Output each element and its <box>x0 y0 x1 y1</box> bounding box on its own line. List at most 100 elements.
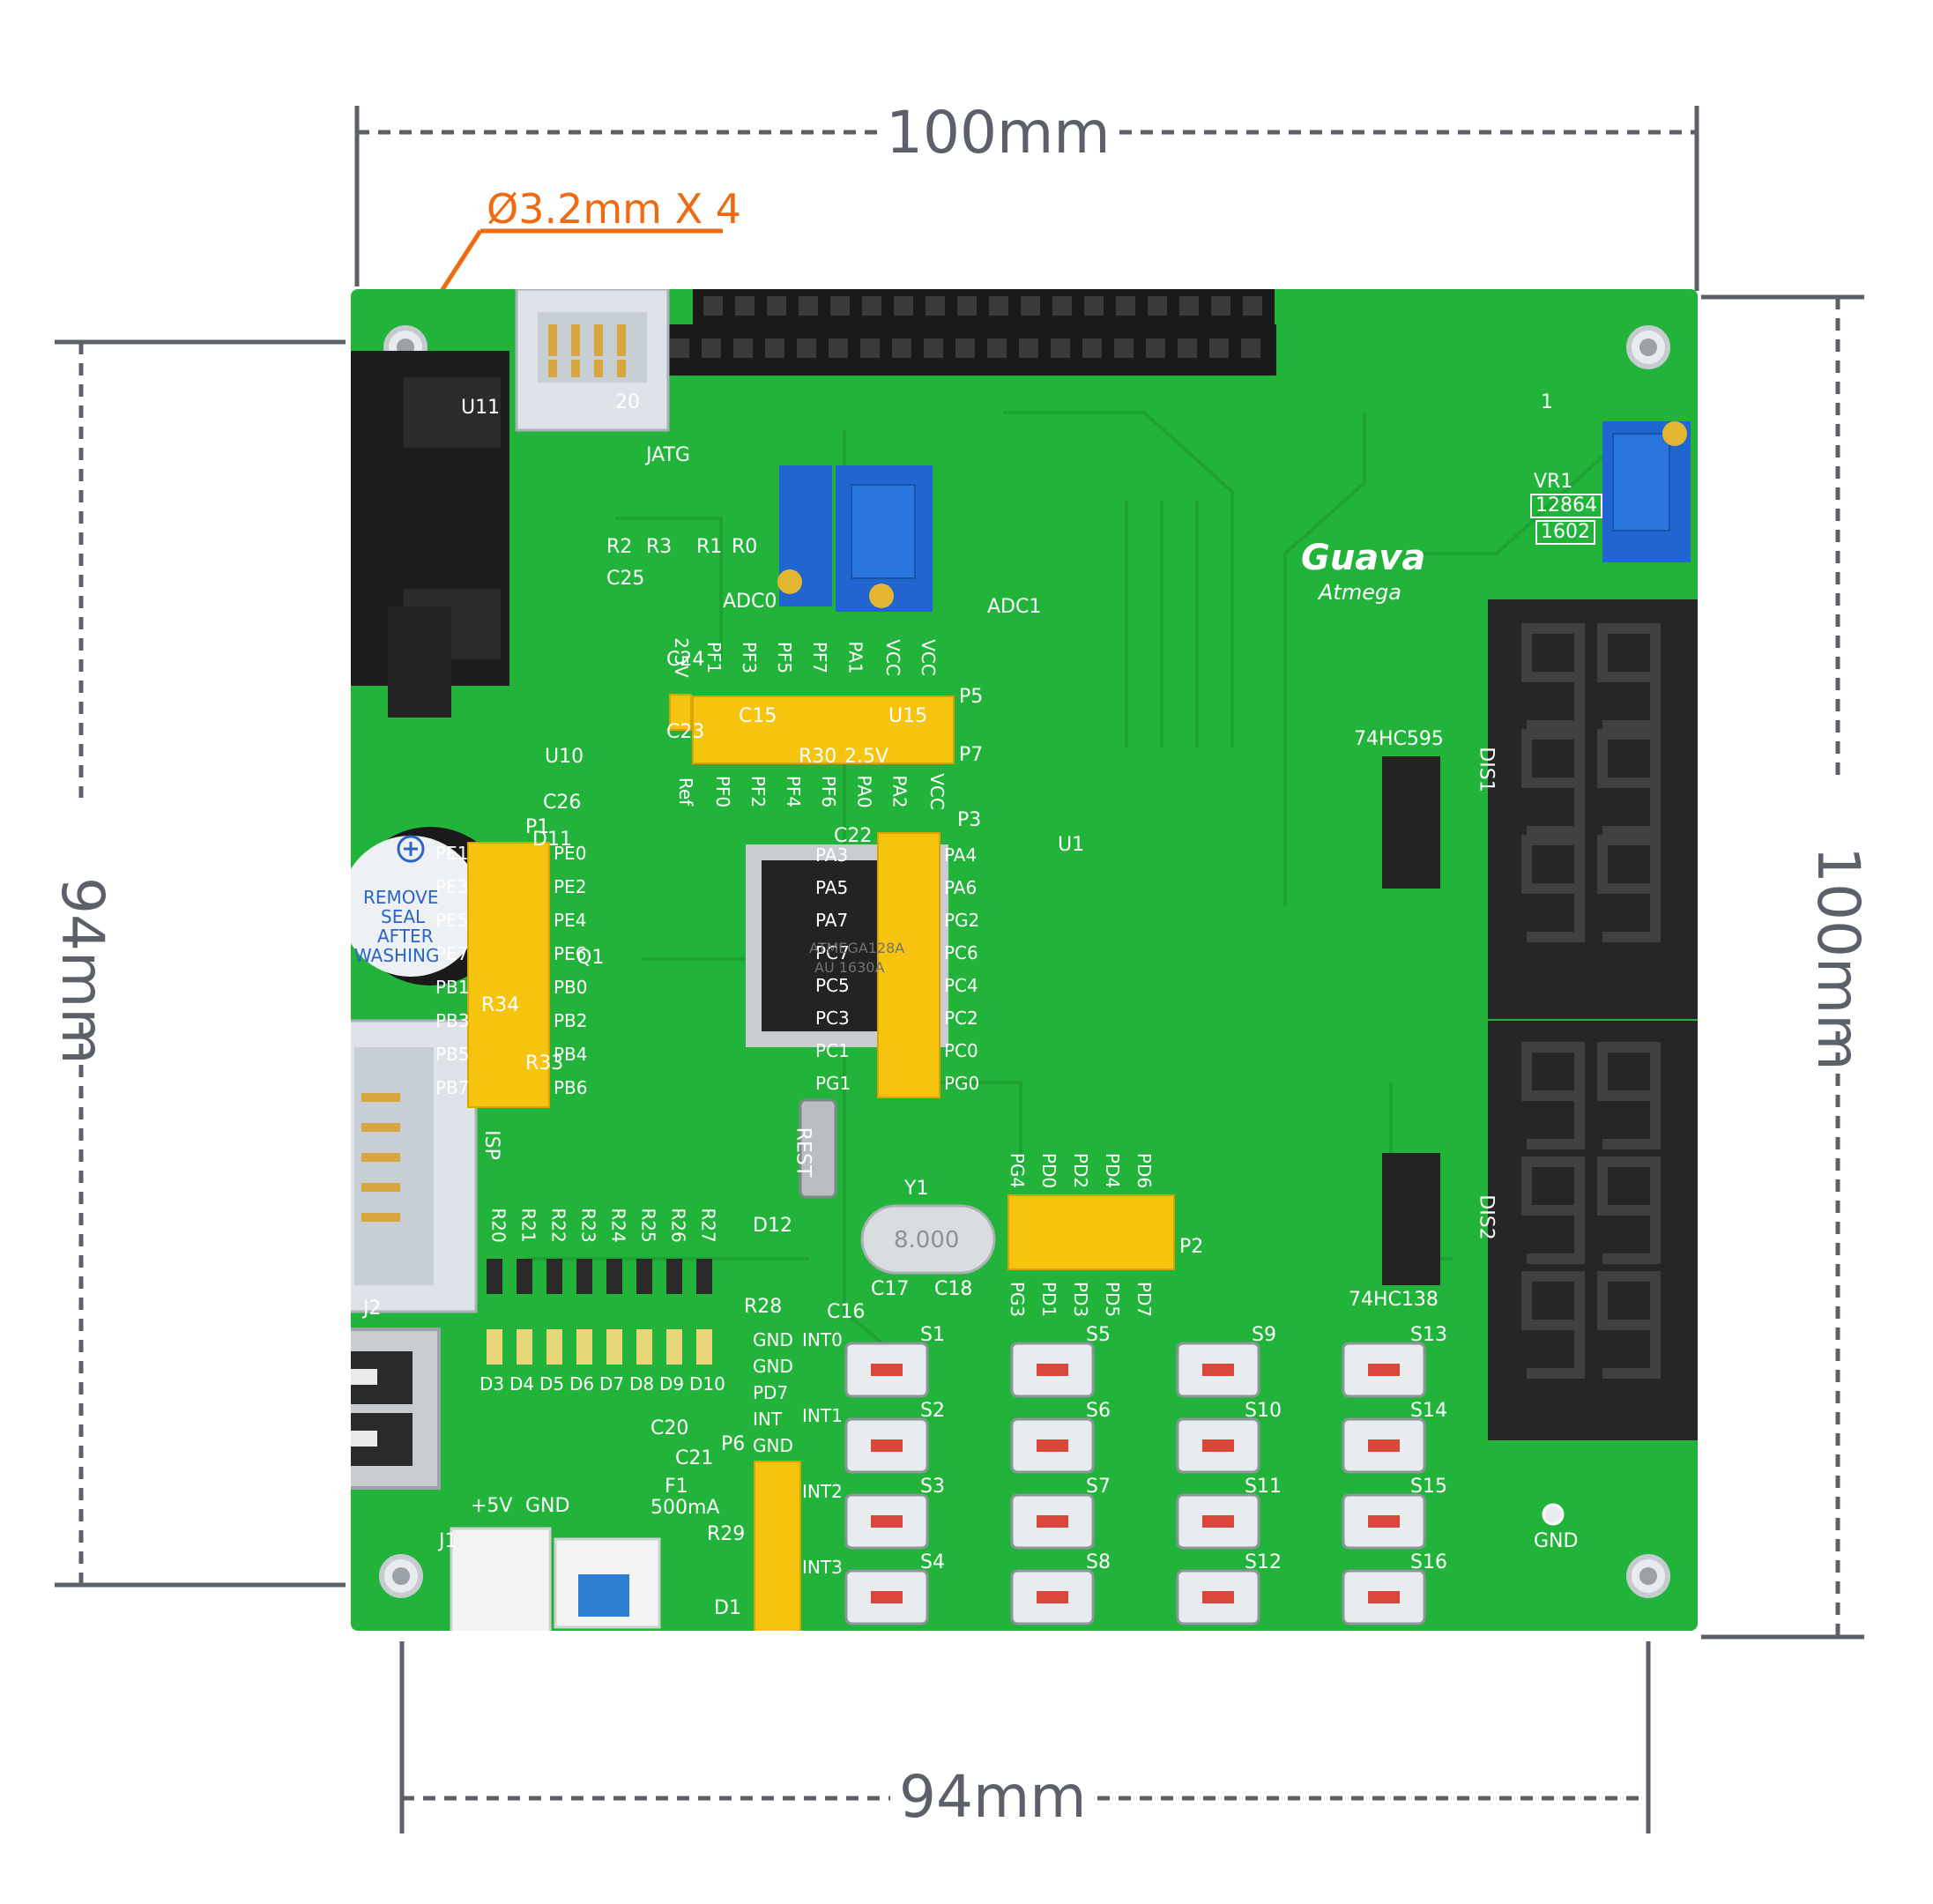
p3-left-pin: PG1 <box>815 1073 851 1094</box>
label-r0: R0 <box>732 536 758 558</box>
label-c21: C21 <box>675 1447 714 1469</box>
label-5v: +5V <box>471 1495 513 1517</box>
p3-left-pin: PA5 <box>815 877 849 898</box>
led-resistor-label: R26 <box>667 1208 689 1243</box>
label-pin1: 1 <box>1541 391 1553 413</box>
label-c24: C24 <box>666 649 705 671</box>
p1-right-pin: PB0 <box>554 977 588 998</box>
label-12864: 12864 <box>1530 494 1602 518</box>
label-74hc595: 74HC595 <box>1354 728 1444 750</box>
p5-pin: 2.5V <box>670 637 692 678</box>
label-q1: Q1 <box>576 947 605 969</box>
p1-left-pin: PB3 <box>435 1010 470 1031</box>
int-label: INT1 <box>802 1405 843 1426</box>
p3-left-pin: PC3 <box>815 1008 850 1029</box>
crystal-frequency: 8.000 <box>894 1227 960 1253</box>
switch-label: S12 <box>1245 1551 1282 1573</box>
p3-left-pin: PA7 <box>815 910 849 931</box>
potentiometers <box>777 421 1691 612</box>
led-resistor-label: R24 <box>607 1208 629 1243</box>
p6-pin: PD7 <box>753 1382 789 1403</box>
label-1602: 1602 <box>1535 520 1595 545</box>
p2-top-pin: PD6 <box>1134 1152 1156 1189</box>
mcu-marking: ATMEGA128A <box>809 940 905 956</box>
p3-left-pin: PC1 <box>815 1040 850 1061</box>
label-pin20: 20 <box>615 391 640 413</box>
p7-pin: PA0 <box>853 775 875 808</box>
brand-model: Atmega <box>1319 580 1401 605</box>
mounting-hole-callout: Ø3.2mm X 4 <box>487 185 742 233</box>
label-c16: C16 <box>827 1301 866 1323</box>
p3-right-pin: PA4 <box>944 844 978 866</box>
label-power-gnd: GND <box>525 1495 570 1517</box>
led-resistor-label: R23 <box>577 1208 599 1243</box>
switch-label: S6 <box>1086 1400 1111 1422</box>
led-label: D6 <box>569 1373 595 1395</box>
power-jack <box>450 1527 661 1631</box>
label-dis2: DIS2 <box>1475 1194 1498 1240</box>
p2-top-pin: PD0 <box>1038 1152 1060 1189</box>
label-c18: C18 <box>934 1278 973 1300</box>
p3-right-pin: PG0 <box>944 1073 980 1094</box>
label-reset: REST <box>792 1127 814 1178</box>
label-c20: C20 <box>651 1417 689 1439</box>
switch-label: S11 <box>1245 1476 1282 1498</box>
p1-right-pin: PE4 <box>554 910 587 931</box>
switch-label: S14 <box>1410 1400 1447 1422</box>
p1-left-pin: PB5 <box>435 1044 470 1065</box>
p7-pin: PF0 <box>712 775 734 808</box>
p1-left-pin: PB1 <box>435 977 470 998</box>
int-label: INT3 <box>802 1557 843 1578</box>
label-p5: P5 <box>959 686 984 708</box>
led-array <box>487 1329 712 1365</box>
buzzer-text: SEAL <box>381 906 426 927</box>
p7-pin: VCC <box>926 773 948 810</box>
label-25v: 2.5V <box>844 746 889 768</box>
p1-right-pin: PB2 <box>554 1010 588 1031</box>
p3-right-pin: PC0 <box>944 1040 978 1061</box>
label-jtag: JATG <box>646 444 690 466</box>
led-label: D10 <box>689 1373 725 1395</box>
label-f1: F1 <box>665 1476 688 1498</box>
pcb-board: JATG 20 1 U11 R2 R3 R1 R0 C25 C24 C23 C2… <box>351 289 1698 1631</box>
label-r30: R30 <box>799 746 837 768</box>
p1-right-pin: PE6 <box>554 943 587 964</box>
p7-pin: Ref <box>675 777 697 807</box>
led-label: D3 <box>480 1373 505 1395</box>
label-c25: C25 <box>606 568 645 590</box>
p2-bottom-pin: PD3 <box>1070 1281 1092 1318</box>
label-gnd-right: GND <box>1534 1530 1579 1552</box>
led-resistor-label: R21 <box>517 1208 539 1243</box>
label-u10: U10 <box>545 746 584 768</box>
label-p1: P1 <box>525 816 550 838</box>
label-p7: P7 <box>959 744 984 766</box>
switch-label: S8 <box>1086 1551 1111 1573</box>
p7-pin: PF6 <box>818 775 840 808</box>
p2-bottom-pin: PG3 <box>1007 1281 1029 1318</box>
label-adc0: ADC0 <box>723 591 777 613</box>
jtag-connector <box>515 289 670 432</box>
p3-right-pin: PC2 <box>944 1008 978 1029</box>
label-vr1: VR1 <box>1534 471 1573 493</box>
label-c17: C17 <box>871 1278 910 1300</box>
p5-pin: PF1 <box>703 641 725 674</box>
p3-left-pin: PC5 <box>815 975 850 996</box>
buzzer-text: WASHING <box>354 945 440 966</box>
led-label: D5 <box>539 1373 565 1395</box>
p2-top-pin: PD4 <box>1102 1152 1124 1189</box>
label-r29: R29 <box>707 1523 746 1545</box>
switch-label: S7 <box>1086 1476 1111 1498</box>
dimension-bottom: 94mm <box>899 1763 1087 1831</box>
led-label: D8 <box>629 1373 655 1395</box>
p2-top-pin: PG4 <box>1007 1152 1029 1189</box>
p3-right-pin: PC6 <box>944 942 978 963</box>
usb-connector <box>351 1328 441 1490</box>
p7-pin: PF4 <box>783 775 805 808</box>
p6-pin: INT <box>753 1409 783 1430</box>
p2-bottom-pin: PD7 <box>1134 1281 1156 1318</box>
switch-label: S13 <box>1410 1324 1447 1346</box>
p1-right-pin: PB4 <box>554 1044 588 1065</box>
label-c23: C23 <box>666 721 705 743</box>
label-u15: U15 <box>888 705 928 727</box>
dimension-left: 94mm <box>48 877 116 1065</box>
